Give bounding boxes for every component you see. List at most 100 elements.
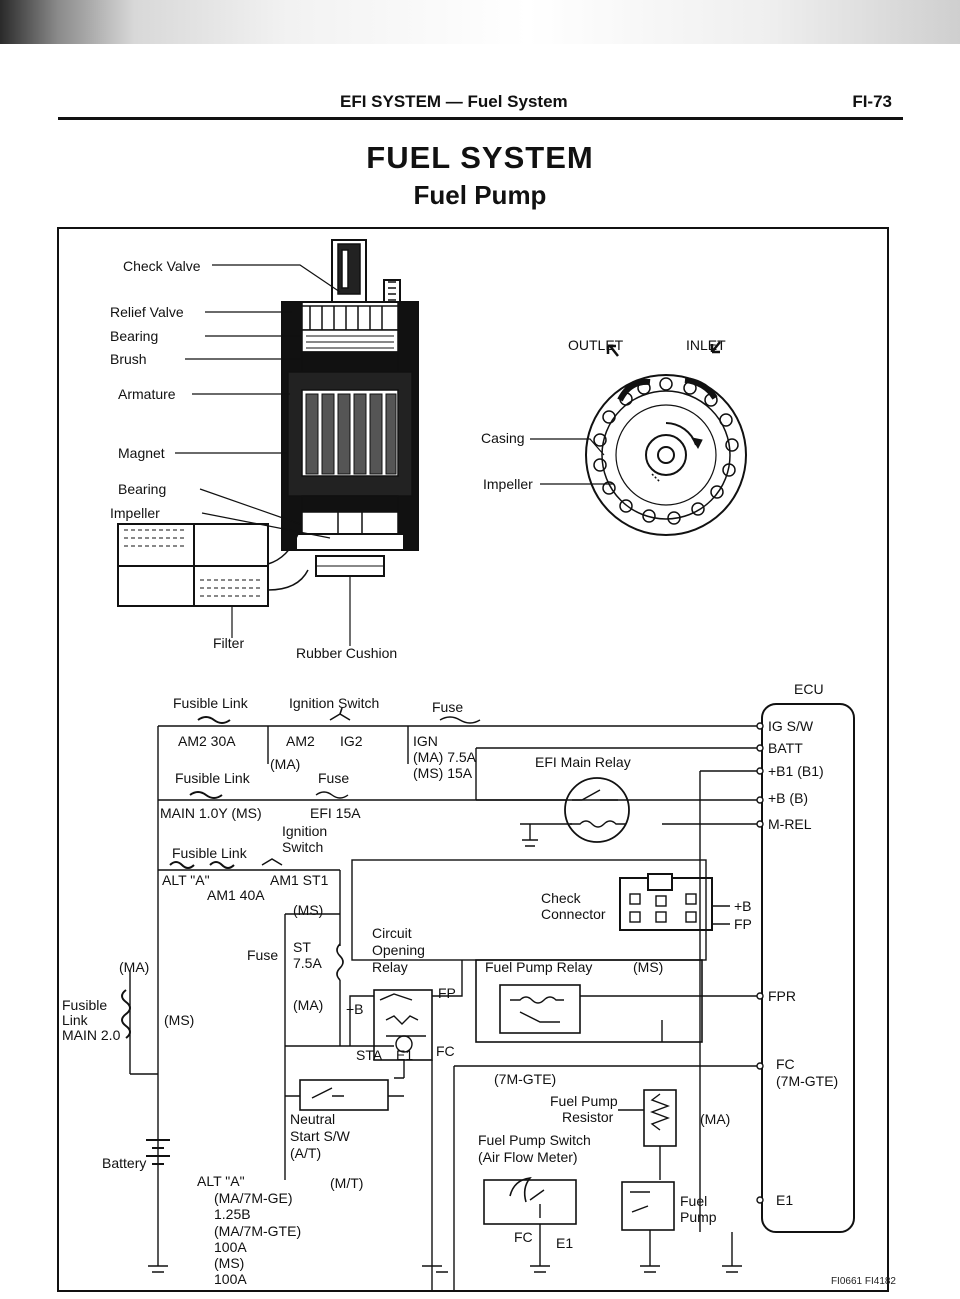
diagram-stroke (305, 393, 397, 475)
diagram-stroke (295, 533, 405, 551)
bearing-top-label: Bearing (110, 328, 158, 344)
ma-label-1: (MA) (270, 756, 300, 772)
st-label: ST (293, 939, 311, 955)
diagram-stroke (285, 980, 394, 1047)
diagram-stroke (685, 893, 697, 905)
diagram-stroke (710, 341, 721, 354)
filter-label: Filter (213, 635, 244, 651)
diagram-stroke (301, 329, 399, 353)
ecu-pin-b: +B (B) (768, 790, 808, 806)
section-subtitle: Fuel Pump (413, 180, 547, 210)
diagram-stroke (199, 488, 301, 525)
diagram-stroke (520, 823, 572, 847)
diagram-stroke (593, 433, 607, 447)
diagram-stroke (530, 1224, 550, 1273)
diagram-stroke (642, 509, 656, 523)
alt-a-2-label: ALT "A" (197, 1173, 245, 1189)
casing-label: Casing (481, 430, 525, 446)
fuel-pump-relay-label: Fuel Pump Relay (485, 959, 592, 975)
ecu-box (761, 703, 855, 1233)
diagram-stroke (315, 791, 349, 799)
diagram-stroke (684, 377, 718, 400)
diagram-stroke (647, 873, 673, 891)
diagram-stroke (651, 473, 661, 483)
diagram-stroke (756, 992, 764, 1000)
fusible-link-label-2: Fusible Link (175, 770, 251, 786)
relay-e1-label: E1 (396, 1047, 413, 1063)
fuel-pump-relay-box (475, 959, 703, 1043)
diagram-stroke (756, 796, 764, 804)
diagram-stroke (619, 499, 633, 513)
diagram-stroke (309, 306, 383, 330)
diagram-stroke (336, 943, 344, 981)
diagram-stroke (321, 393, 335, 475)
ecu-pin-7m-gte: (7M-GTE) (776, 1073, 838, 1089)
diagram-stroke (432, 960, 463, 997)
diagram-stroke (659, 377, 673, 391)
sta-label: STA (356, 1047, 383, 1063)
alt-a-label: ALT "A" (162, 872, 210, 888)
diagram-stroke (305, 393, 319, 475)
running-header: EFI SYSTEM — Fuel System (340, 92, 568, 111)
diagram-stroke (301, 495, 399, 513)
wiring-lines (121, 703, 855, 1290)
diagram-stroke (629, 911, 641, 923)
impeller-labels: OUTLET INLET Casing Impeller (481, 337, 726, 492)
wire-100a-label-2: 100A (214, 1271, 247, 1287)
diagram-stroke (353, 393, 367, 475)
air-flow-meter-label: (Air Flow Meter) (478, 1149, 578, 1165)
diagram-stroke (722, 1232, 742, 1273)
fusible-link-label-1: Fusible Link (173, 695, 249, 711)
impeller-vanes (593, 377, 739, 525)
pump-cutaway (117, 239, 419, 646)
ecu-label: ECU (794, 681, 824, 697)
link-label: Link (62, 1012, 89, 1028)
diagram-stroke (606, 344, 619, 357)
diagram-stroke (379, 993, 426, 1037)
diagram-stroke (394, 1060, 405, 1079)
diagram-stroke (499, 984, 581, 1034)
ma-right-label: (MA) (700, 1111, 730, 1127)
am1-40a-label: AM1 40A (207, 887, 265, 903)
ign-label: IGN (413, 733, 438, 749)
diagram-stroke (311, 1087, 344, 1099)
diagram-stroke (601, 390, 731, 520)
diagram-stroke (602, 481, 616, 495)
circuit-label: Circuit (372, 925, 412, 941)
ms-left-label: (MS) (164, 1012, 194, 1028)
diagram-stroke (602, 410, 616, 424)
diagram-stroke (630, 1191, 650, 1213)
impeller-label: Impeller (110, 505, 160, 521)
check-valve-label: Check Valve (123, 258, 201, 274)
ma-left-label: (MA) (119, 959, 149, 975)
check-plus-b-label: +B (734, 898, 752, 914)
diagram-stroke (510, 996, 564, 1004)
diagram-stroke (564, 777, 630, 843)
diagram-stroke (146, 1139, 170, 1165)
fusible-link-label-3: Fusible Link (172, 845, 248, 861)
neutral-label: Neutral (290, 1111, 335, 1127)
ms-bottom-label: (MS) (214, 1255, 244, 1271)
ecu-pin-fc: FC (776, 1056, 795, 1072)
diagram-stroke (301, 305, 399, 331)
e1-switch-label: E1 (556, 1235, 573, 1251)
fuel-label: Fuel (680, 1193, 707, 1209)
start-sw-label: Start S/W (290, 1128, 351, 1144)
diagram-stroke (529, 1189, 545, 1218)
ecu-pin-b1: +B1 (B1) (768, 763, 824, 779)
ignition-label: Ignition (282, 823, 327, 839)
diagram-stroke (341, 249, 349, 289)
magnet-label: Magnet (118, 445, 165, 461)
fuel-pump-resistor-label-1: Fuel Pump (550, 1093, 618, 1109)
mt-label: (M/T) (330, 1175, 363, 1191)
diagram-stroke (169, 861, 235, 869)
check-fp-label: FP (734, 916, 752, 932)
ms-15a-label: (MS) 15A (413, 765, 473, 781)
main-2-0-label: MAIN 2.0 (62, 1027, 121, 1043)
diagram-stroke (261, 858, 283, 866)
diagram-stroke (650, 1093, 670, 1131)
fuse-label-1: Fuse (432, 699, 463, 715)
ma-7-5a-label: (MA) 7.5A (413, 749, 477, 765)
brush-label: Brush (110, 351, 147, 367)
